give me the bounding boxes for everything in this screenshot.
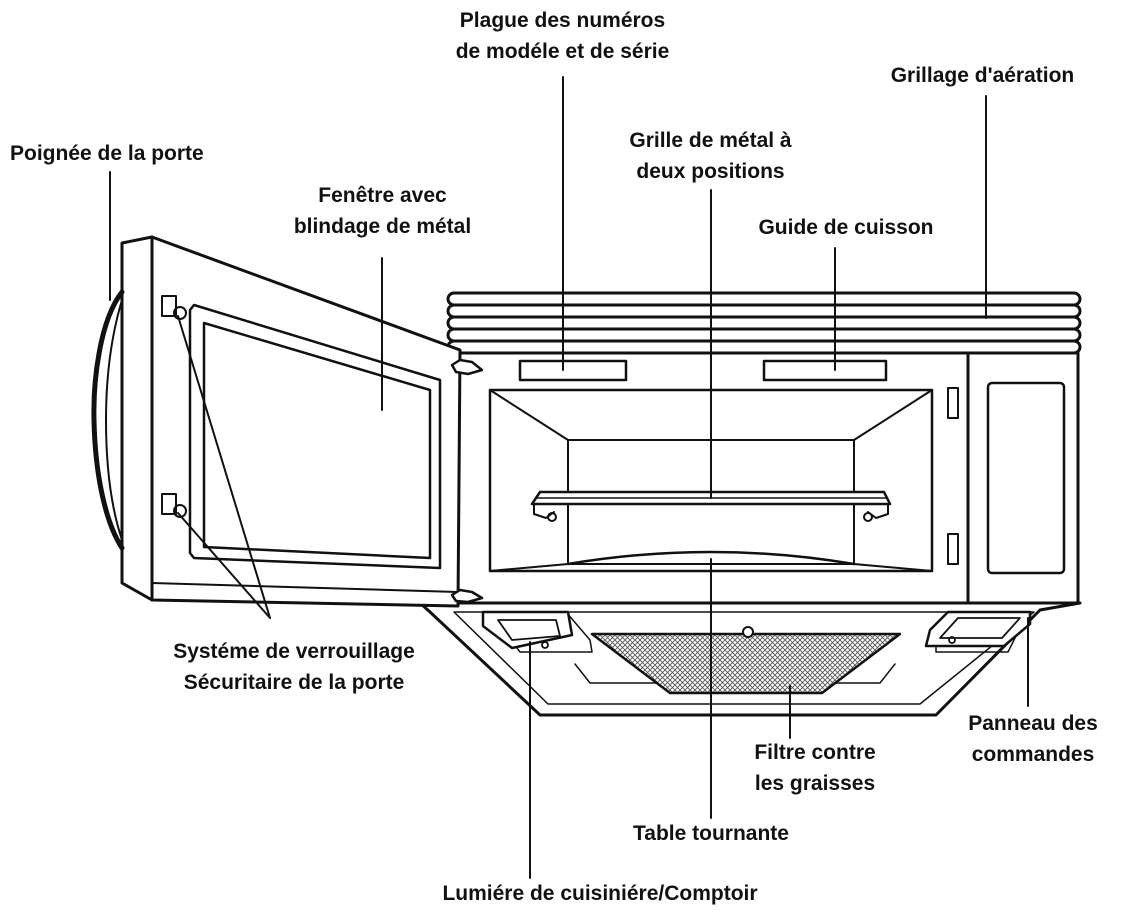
leader-lines [109, 76, 1029, 879]
label-door-handle: Poignée de la porte [10, 142, 204, 165]
cooking-guide [762, 359, 888, 382]
model-serial-plate [518, 359, 628, 382]
label-vent-grille: Grillage d'aération [890, 64, 1075, 87]
label-metal-rack: Grille de métal à deux positions [629, 129, 792, 183]
door-latch-top [161, 295, 187, 320]
grease-filter [590, 632, 902, 695]
label-model-serial-plate: Plague des numéros de modéle et de série [455, 9, 670, 63]
door-hinges [450, 358, 484, 604]
door-window [202, 321, 432, 560]
turntable [566, 550, 856, 566]
label-door-lock-system: Systéme de verrouillage Sécuritaire de l… [173, 640, 415, 694]
label-turntable: Table tournante [633, 822, 789, 845]
label-door-window: Fenêtre avec blindage de métal [293, 184, 472, 238]
label-grease-filter: Filtre contre les graisses [754, 741, 876, 795]
control-panel [947, 381, 1066, 575]
door-latch-bottom [161, 493, 187, 518]
label-cooktop-light: Lumiére de cuisiniére/Comptoir [442, 882, 758, 905]
microwave-body [456, 351, 1080, 605]
cooktop-light-left [481, 610, 574, 650]
label-control-panel: Panneau des commandes [968, 712, 1098, 766]
door-handle [91, 289, 125, 551]
cooktop-light-right [924, 610, 1032, 648]
oven-door [120, 235, 462, 608]
label-cooking-guide: Guide de cuisson [758, 216, 934, 239]
